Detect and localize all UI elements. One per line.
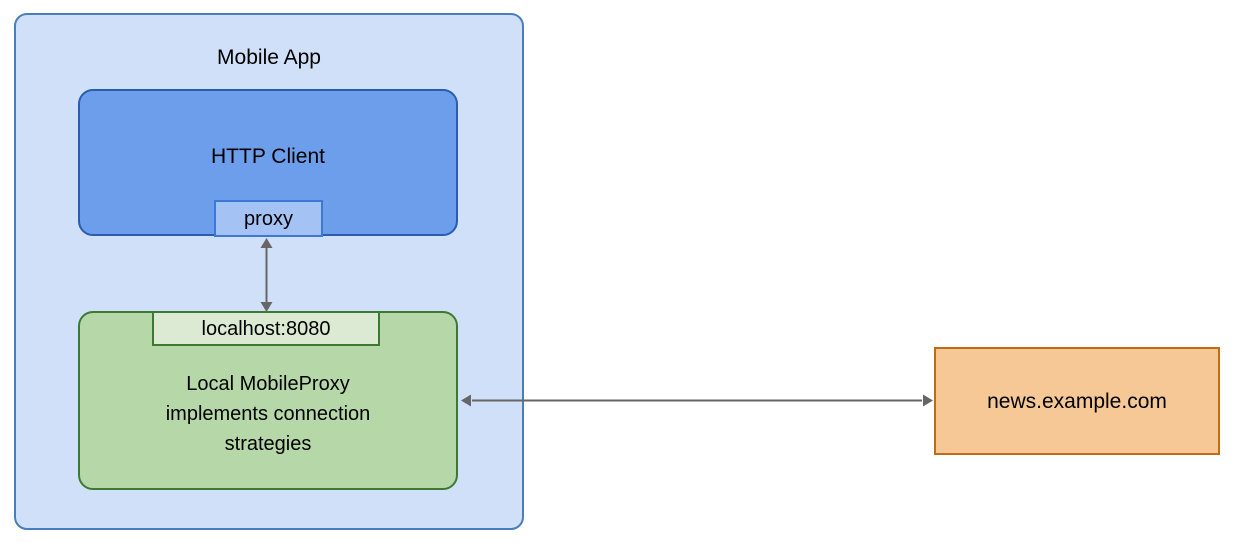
remote-server-node: news.example.com: [934, 347, 1220, 455]
local-mobileproxy-port-label: localhost:8080: [201, 317, 331, 340]
local-mobileproxy-line-2: implements connection: [165, 403, 371, 425]
mobile-app-title: Mobile App: [217, 46, 321, 69]
http-client-label: HTTP Client: [211, 145, 325, 168]
local-mobileproxy-description: Local MobileProxy implements connection …: [80, 369, 456, 459]
local-mobileproxy-line-1: Local MobileProxy: [186, 373, 350, 395]
local-mobileproxy-line-3: strategies: [224, 433, 312, 455]
connector-proxy-to-server: [461, 394, 933, 407]
remote-server-label: news.example.com: [987, 389, 1167, 413]
arrowhead-right-icon: [923, 394, 933, 407]
local-mobileproxy-port: localhost:8080: [152, 311, 380, 346]
http-client-proxy-port-label: proxy: [244, 207, 293, 230]
http-client-proxy-port: proxy: [214, 200, 323, 237]
